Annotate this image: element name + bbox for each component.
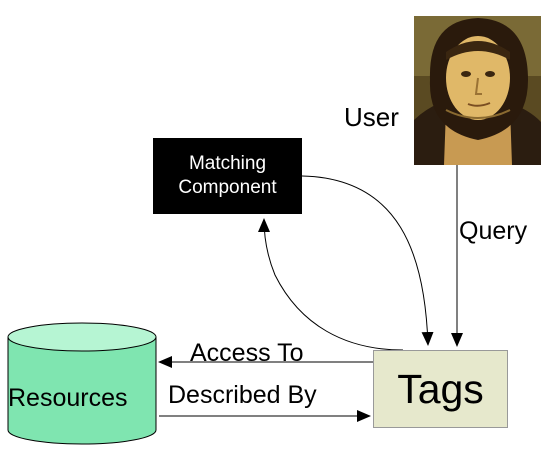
described-by-label: Described By	[168, 381, 317, 409]
query-label: Query	[459, 217, 528, 245]
user-portrait	[414, 16, 541, 165]
matching-to-tags-arrow	[301, 175, 434, 346]
tags-to-matching-arrow	[258, 218, 404, 351]
resources-cylinder	[7, 322, 157, 445]
access-to-label: Access To	[190, 339, 304, 367]
resources-label: Resources	[8, 384, 128, 412]
matching-component-box: Matching Component	[153, 138, 302, 214]
tags-label: Tags	[397, 365, 484, 412]
matching-component-line2: Component	[178, 177, 277, 198]
user-label: User	[344, 102, 399, 132]
tags-box: Tags	[373, 350, 508, 428]
matching-component-line1: Matching	[188, 153, 267, 174]
